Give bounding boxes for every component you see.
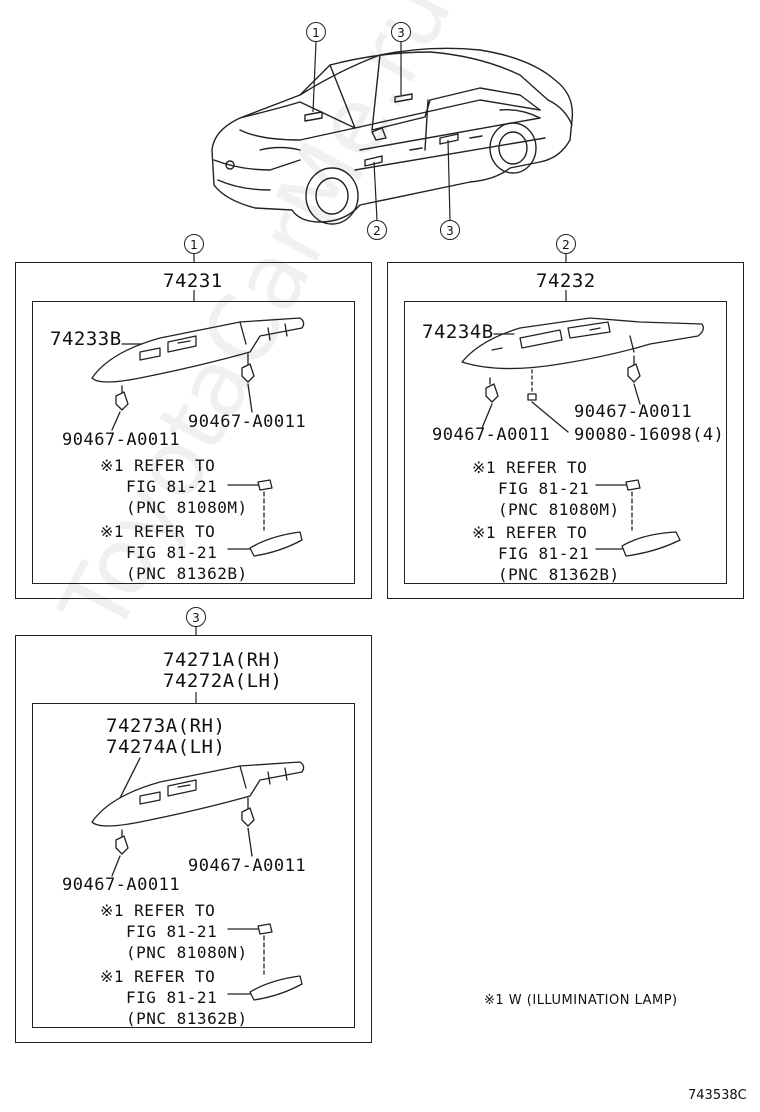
panel-2 bbox=[387, 262, 744, 599]
panel-3-inner-box bbox=[32, 703, 355, 1028]
panel-2-clip-right: 90467-A0011 bbox=[574, 402, 693, 422]
panel-1-clip-right: 90467-A0011 bbox=[188, 412, 307, 432]
panel-3-clip-left: 90467-A0011 bbox=[62, 875, 181, 895]
callout-2-panel: 2 bbox=[556, 234, 576, 254]
callout-3-car-door: 3 bbox=[440, 220, 460, 240]
panel-3-assembly-lh: 74272A(LH) bbox=[163, 670, 283, 692]
panel-2-clip-left: 90467-A0011 bbox=[432, 425, 551, 445]
panel-1-bezel-number: 74233B bbox=[50, 328, 122, 350]
callout-1-car: 1 bbox=[306, 22, 326, 42]
callout-3-car-roof: 3 bbox=[391, 22, 411, 42]
panel-3-bezel-rh: 74273A(RH) bbox=[106, 715, 226, 737]
panel-2-bezel-number: 74234B bbox=[422, 321, 494, 343]
panel-1-assembly-number: 74231 bbox=[163, 270, 223, 292]
panel-2-assembly-number: 74232 bbox=[536, 270, 596, 292]
footnote-illumination-lamp: ※1 W (ILLUMINATION LAMP) bbox=[484, 993, 678, 1008]
panel-3-bezel-lh: 74274A(LH) bbox=[106, 736, 226, 758]
panel-3 bbox=[15, 635, 372, 1043]
panel-3-assembly-rh: 74271A(RH) bbox=[163, 649, 283, 671]
panel-1-clip-left: 90467-A0011 bbox=[62, 430, 181, 450]
callout-3-panel: 3 bbox=[186, 607, 206, 627]
panel-2-inner-box bbox=[404, 301, 727, 584]
panel-1-inner-box bbox=[32, 301, 355, 584]
figure-code: 743538C bbox=[688, 1088, 747, 1103]
panel-2-screw: 90080-16098(4) bbox=[574, 425, 725, 445]
panel-3-clip-right: 90467-A0011 bbox=[188, 856, 307, 876]
callout-2-car: 2 bbox=[367, 220, 387, 240]
panel-1 bbox=[15, 262, 372, 599]
callout-1-panel: 1 bbox=[184, 234, 204, 254]
